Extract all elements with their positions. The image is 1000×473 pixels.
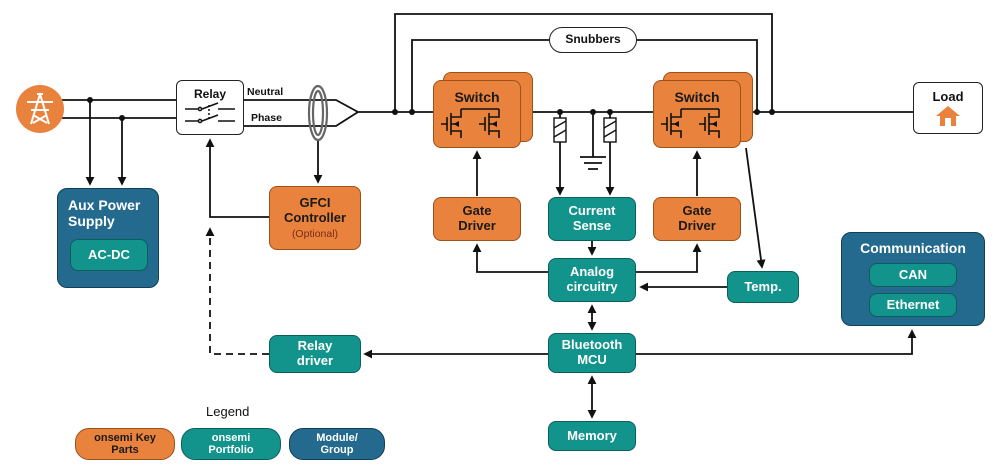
legend-onsemi-portfolio-label: onsemi Portfolio [208, 431, 254, 456]
ethernet-box: Ethernet [869, 293, 957, 318]
relay-box: Relay [176, 80, 244, 135]
ethernet-label: Ethernet [886, 296, 940, 312]
temp-label: Temp. [744, 278, 782, 294]
aux-power-supply-box: Aux Power Supply AC-DC [57, 188, 159, 288]
load-label: Load [932, 88, 964, 104]
relay-driver-label: Relay driver [296, 338, 334, 368]
communication-label: Communication [860, 240, 966, 256]
gate-driver1-label: Gate Driver [458, 203, 496, 233]
transmission-tower-icon [27, 93, 53, 125]
switch1-label: Switch [454, 88, 500, 105]
legend-onsemi-key-parts-label: onsemi Key Parts [94, 431, 156, 456]
switch2-box: Switch [653, 80, 741, 148]
bluetooth-mcu-label: Bluetooth MCU [561, 337, 623, 367]
relay-contacts-icon [185, 102, 235, 124]
mosfet-pair-icon [661, 108, 720, 139]
legend-onsemi-portfolio: onsemi Portfolio [181, 428, 281, 460]
acdc-label: AC-DC [88, 246, 130, 262]
ground-icon [580, 112, 606, 170]
snubbers-box: Snubbers [549, 27, 637, 53]
relay-label: Relay [193, 86, 227, 101]
load-box: Load [913, 82, 983, 134]
house-icon [936, 106, 960, 127]
communication-box: Communication CAN Ethernet [841, 232, 985, 326]
phase-label: Phase [251, 112, 282, 124]
gate-driver2-box: Gate Driver [653, 197, 741, 241]
legend-title: Legend [206, 404, 250, 419]
mosfet-pair-icon [441, 108, 500, 139]
analog-circuitry-box: Analog circuitry [548, 258, 636, 302]
snubbers-label: Snubbers [565, 32, 621, 47]
aux-power-supply-label: Aux Power Supply [68, 197, 141, 230]
shunt-resistors [553, 117, 617, 143]
temp-box: Temp. [727, 271, 799, 303]
relay-driver-box: Relay driver [269, 335, 361, 373]
current-sense-label: Current Sense [568, 203, 616, 233]
current-transformer-icon [307, 84, 329, 142]
bluetooth-mcu-box: Bluetooth MCU [548, 333, 636, 373]
legend-module-group: Module/ Group [289, 428, 385, 460]
legend-onsemi-key-parts: onsemi Key Parts [75, 428, 175, 460]
gfci-controller-box: GFCI Controller (Optional) [269, 186, 361, 250]
analog-circuitry-label: Analog circuitry [566, 264, 618, 294]
gate-driver2-label: Gate Driver [678, 203, 716, 233]
legend-module-group-label: Module/ Group [316, 431, 358, 456]
gfci-controller-label: GFCI Controller [283, 194, 347, 225]
switch1-box: Switch [433, 80, 521, 148]
switch2-label: Switch [674, 88, 720, 105]
gate-driver1-box: Gate Driver [433, 197, 521, 241]
can-label: CAN [898, 266, 928, 282]
neutral-label: Neutral [247, 86, 284, 98]
memory-label: Memory [567, 427, 617, 443]
power-grid-icon [16, 85, 64, 133]
current-sense-box: Current Sense [548, 197, 636, 241]
can-box: CAN [869, 263, 957, 288]
gfci-optional-label: (Optional) [291, 227, 339, 240]
memory-box: Memory [548, 421, 636, 451]
acdc-box: AC-DC [70, 239, 148, 272]
